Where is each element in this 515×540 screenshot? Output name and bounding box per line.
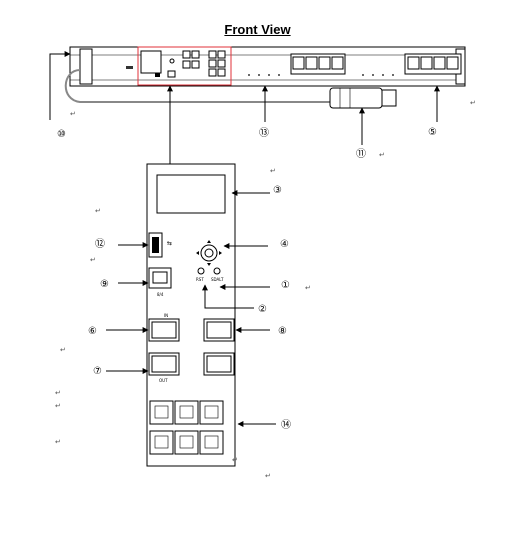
reset-button bbox=[197, 267, 205, 275]
mark: ↵ bbox=[55, 402, 61, 410]
callout-4: ④ bbox=[280, 239, 289, 250]
mark: ↵ bbox=[232, 456, 238, 464]
mark: ↵ bbox=[95, 207, 101, 215]
in-label: IN bbox=[164, 313, 168, 318]
diagram-title: Front View bbox=[224, 22, 291, 37]
usb-symbol: ⇆ bbox=[167, 240, 172, 247]
callout-7: ⑦ bbox=[93, 366, 102, 377]
mark: ↵ bbox=[305, 284, 311, 292]
mark: ↵ bbox=[90, 256, 96, 264]
lcd-display bbox=[156, 174, 226, 214]
callout-13: ⑬ bbox=[259, 127, 269, 139]
sdalt-button bbox=[213, 267, 221, 275]
power-cord bbox=[64, 69, 397, 109]
detail-panel: ⇆ RST SDALT 8/4 IN OUT bbox=[146, 163, 236, 467]
mark: ↵ bbox=[470, 99, 476, 107]
pdu-strip bbox=[69, 46, 466, 87]
mark: ↵ bbox=[55, 389, 61, 397]
outlet-group-middle bbox=[290, 53, 346, 75]
sdalt-label: SDALT bbox=[211, 277, 224, 282]
mark: ↵ bbox=[265, 472, 271, 480]
callout-2: ② bbox=[258, 304, 267, 315]
mark: ↵ bbox=[55, 438, 61, 446]
callout-10: ⑩ bbox=[57, 129, 66, 140]
reset-label: RST bbox=[196, 277, 204, 282]
breaker-indicators bbox=[248, 74, 394, 76]
callout-3: ③ bbox=[273, 185, 282, 196]
left-endcap bbox=[79, 48, 93, 85]
brand-logo bbox=[126, 66, 133, 69]
mark: ↵ bbox=[70, 110, 76, 118]
joystick bbox=[196, 240, 222, 266]
strip-rs485-port bbox=[167, 70, 176, 78]
strip-usb-port bbox=[155, 73, 160, 77]
mark: ↵ bbox=[379, 151, 385, 159]
callout-11: ⑪ bbox=[356, 148, 366, 160]
mark: ↵ bbox=[270, 167, 276, 175]
rs485-label: 8/4 bbox=[157, 292, 164, 297]
callout-9: ⑨ bbox=[100, 279, 109, 290]
leader-arrows bbox=[49, 51, 440, 427]
callout-12: ⑫ bbox=[95, 238, 105, 250]
strip-display bbox=[140, 50, 162, 74]
control-panel-highlight bbox=[137, 46, 232, 86]
outlet-group-right bbox=[404, 53, 462, 75]
callout-5: ⑤ bbox=[428, 127, 437, 138]
callout-1: ① bbox=[281, 280, 290, 291]
paragraph-marks: ↵ ↵ ↵ ↵ ↵ ↵ ↵ ↵ ↵ ↵ ↵ ↵ ↵ bbox=[55, 99, 476, 480]
callout-6: ⑥ bbox=[88, 326, 97, 337]
out-label: OUT bbox=[159, 378, 168, 383]
callout-labels: ⑩ ⑬ ⑤ ⑪ ③ ④ ⑫ ⑨ ① ② ⑥ ⑧ ⑦ ⑭ bbox=[57, 127, 437, 431]
mark: ↵ bbox=[60, 346, 66, 354]
expansion-ports bbox=[149, 400, 224, 455]
callout-8: ⑧ bbox=[278, 326, 287, 337]
callout-14: ⑭ bbox=[281, 419, 291, 431]
strip-joystick bbox=[169, 58, 175, 64]
cord-plug bbox=[329, 87, 383, 109]
